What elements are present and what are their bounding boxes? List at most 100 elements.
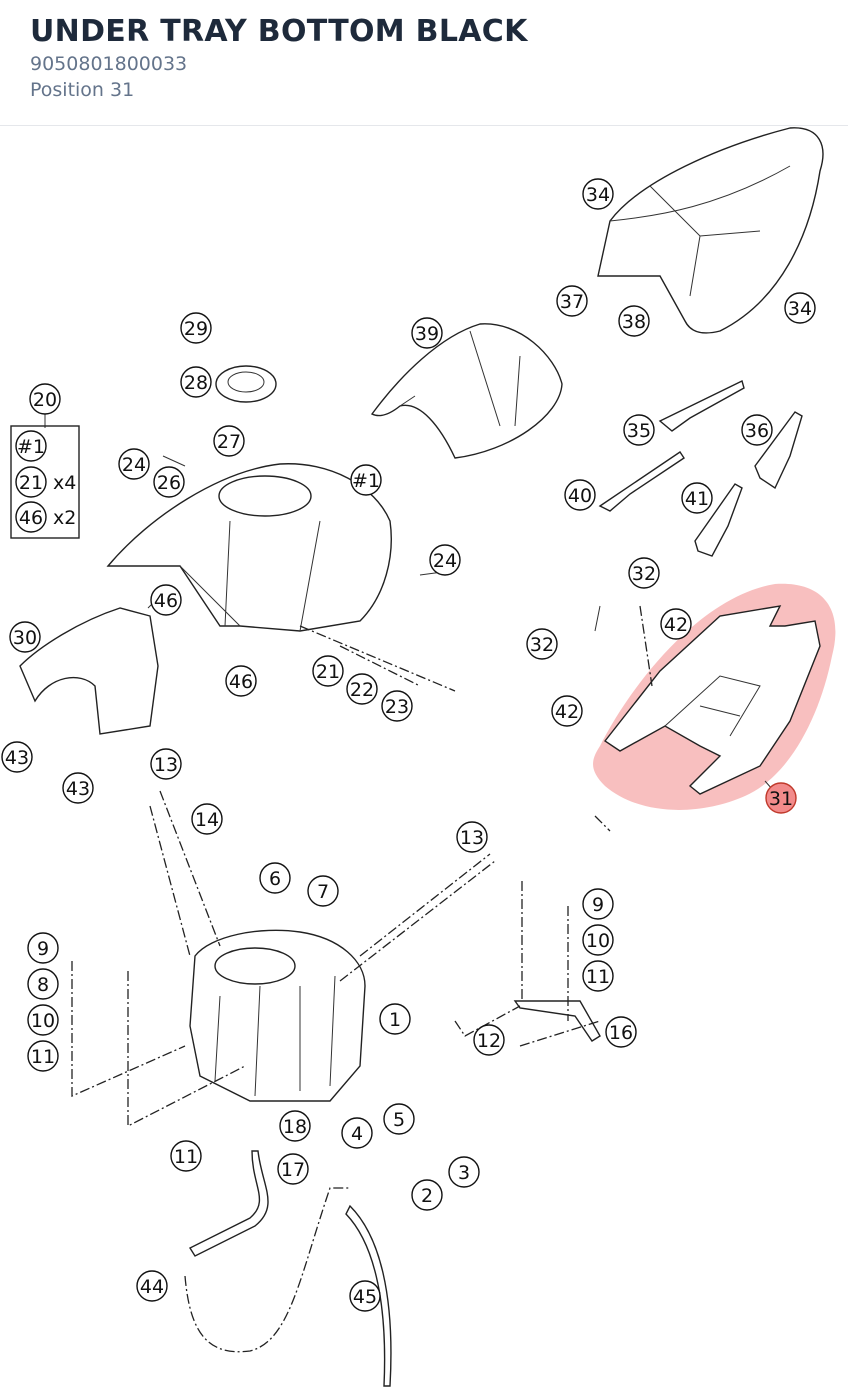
callout-c36[interactable]: 36 [741, 414, 773, 446]
callout-c32b[interactable]: 32 [526, 628, 558, 660]
callout-c43b[interactable]: 43 [62, 772, 94, 804]
hose-45-drawing [345, 1204, 392, 1387]
callout-c39[interactable]: 39 [411, 317, 443, 349]
callout-c5[interactable]: 5 [383, 1103, 415, 1135]
front-cover-30-drawing [19, 607, 159, 735]
callout-number: 3 [458, 1162, 470, 1184]
callout-circle [383, 1103, 415, 1135]
callout-c28[interactable]: 28 [180, 366, 212, 398]
callout-circle [623, 414, 655, 446]
callout-c11c[interactable]: 11 [170, 1140, 202, 1172]
callout-number: 9 [37, 938, 49, 960]
callout-c46b[interactable]: 46 [225, 665, 257, 697]
kit-item-qty: x2 [53, 507, 76, 529]
callout-number: 32 [632, 563, 656, 585]
callout-c1a[interactable]: #1 [350, 464, 382, 496]
callout-c3[interactable]: 3 [448, 1156, 480, 1188]
callout-number: 27 [217, 431, 241, 453]
callout-c46a[interactable]: 46 [150, 584, 182, 616]
callout-c14[interactable]: 14 [191, 803, 223, 835]
kit-box [10, 425, 80, 539]
callout-c24a[interactable]: 24 [118, 448, 150, 480]
callout-c38[interactable]: 38 [618, 305, 650, 337]
callout-c10a[interactable]: 10 [27, 1004, 59, 1036]
callout-c16[interactable]: 16 [605, 1016, 637, 1048]
callout-c13b[interactable]: 13 [456, 821, 488, 853]
callout-c23[interactable]: 23 [381, 690, 413, 722]
callout-c42b[interactable]: 42 [551, 695, 583, 727]
part-position: Position 31 [30, 79, 135, 101]
callout-c42a[interactable]: 42 [660, 608, 692, 640]
callout-c27[interactable]: 27 [213, 425, 245, 457]
callout-number: 13 [460, 827, 484, 849]
callout-number: 10 [31, 1010, 55, 1032]
callout-c4[interactable]: 4 [341, 1117, 373, 1149]
callout-number: 41 [685, 488, 709, 510]
callout-circle [379, 1003, 411, 1035]
kit-item-label: 21 [19, 472, 43, 494]
callout-c12[interactable]: 12 [473, 1024, 505, 1056]
callout-c29[interactable]: 29 [180, 312, 212, 344]
kit-item: #1 [15, 430, 47, 462]
part-header: UNDER TRAY BOTTOM BLACK 9050801800033 Po… [0, 0, 848, 126]
callout-c9a[interactable]: 9 [27, 932, 59, 964]
callout-number: 28 [184, 372, 208, 394]
callout-c45[interactable]: 45 [349, 1280, 381, 1312]
callout-circle [341, 1117, 373, 1149]
callout-number: 11 [586, 966, 610, 988]
callout-number: 46 [154, 590, 178, 612]
callout-circle [556, 285, 588, 317]
callout-c40[interactable]: 40 [564, 479, 596, 511]
callout-c10b[interactable]: 10 [582, 924, 614, 956]
callout-number: 40 [568, 485, 592, 507]
callout-circle [456, 821, 488, 853]
callout-c22[interactable]: 22 [346, 673, 378, 705]
callout-c34b[interactable]: 34 [784, 292, 816, 324]
callout-c24b[interactable]: 24 [429, 544, 461, 576]
callout-c31[interactable]: 31 [765, 782, 797, 814]
callout-c8[interactable]: 8 [27, 968, 59, 1000]
callout-number: 4 [351, 1123, 363, 1145]
callout-c7[interactable]: 7 [307, 875, 339, 907]
kit-item-circle [15, 466, 47, 498]
callout-number: 44 [140, 1276, 164, 1298]
callout-number: 34 [788, 298, 812, 320]
callout-circle [27, 968, 59, 1000]
callout-circle [411, 317, 443, 349]
tank-cover-drawing [106, 463, 392, 632]
callout-circle [784, 292, 816, 324]
callout-number: 34 [586, 184, 610, 206]
callout-c37[interactable]: 37 [556, 285, 588, 317]
callout-c1b[interactable]: 1 [379, 1003, 411, 1035]
callout-c13a[interactable]: 13 [150, 748, 182, 780]
callout-c2[interactable]: 2 [411, 1179, 443, 1211]
callout-number: 1 [389, 1009, 401, 1031]
callout-c9b[interactable]: 9 [582, 888, 614, 920]
callout-c35[interactable]: 35 [623, 414, 655, 446]
callout-c11a[interactable]: 11 [27, 1040, 59, 1072]
callout-c18[interactable]: 18 [279, 1110, 311, 1142]
callout-number: 43 [66, 778, 90, 800]
callout-c34a[interactable]: 34 [582, 178, 614, 210]
callout-c41[interactable]: 41 [681, 482, 713, 514]
callout-number: 24 [122, 454, 146, 476]
callout-c26[interactable]: 26 [153, 466, 185, 498]
callout-circle [279, 1110, 311, 1142]
callout-circle [27, 1004, 59, 1036]
callout-number: 31 [769, 788, 793, 810]
callout-c11b[interactable]: 11 [582, 960, 614, 992]
callout-c30[interactable]: 30 [9, 621, 41, 653]
callout-circle [564, 479, 596, 511]
callout-c6[interactable]: 6 [259, 862, 291, 894]
callout-c44[interactable]: 44 [136, 1270, 168, 1302]
callout-c21[interactable]: 21 [312, 655, 344, 687]
callout-c32a[interactable]: 32 [628, 557, 660, 589]
callout-circle [526, 628, 558, 660]
callout-circle [180, 312, 212, 344]
callout-circle [1, 741, 33, 773]
callout-number: 22 [350, 679, 374, 701]
callout-c20[interactable]: 20 [29, 383, 61, 415]
callout-circle [381, 690, 413, 722]
callout-c43a[interactable]: 43 [1, 741, 33, 773]
callout-c17[interactable]: 17 [277, 1153, 309, 1185]
